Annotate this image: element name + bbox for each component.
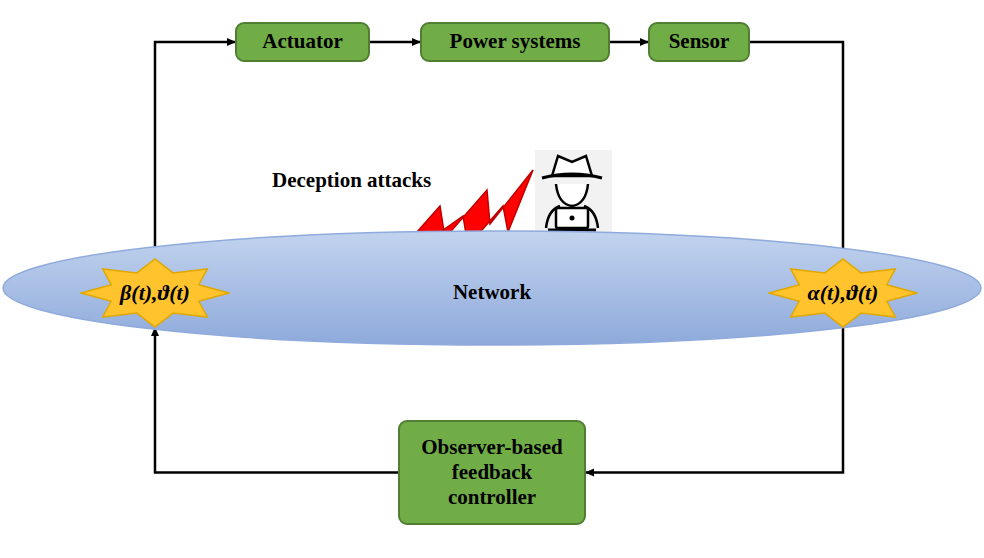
node-text: Sensor bbox=[669, 29, 730, 54]
attack-label: Deception attacks bbox=[272, 168, 431, 193]
controller-box: Observer-based feedback controller bbox=[398, 420, 586, 525]
connector-arrow bbox=[610, 41, 648, 44]
node-text: Actuator bbox=[262, 29, 342, 54]
node-text: α(t),ϑ(t) bbox=[808, 280, 879, 306]
attack-star: α(t),ϑ(t) bbox=[768, 258, 918, 328]
connector-arrow bbox=[586, 328, 843, 473]
attack-star: β(t),ϑ(t) bbox=[80, 258, 230, 328]
node-text: Observer-based feedback controller bbox=[408, 435, 576, 511]
process-box: Actuator bbox=[235, 22, 370, 62]
hacker-icon bbox=[535, 150, 612, 233]
node-text: Power systems bbox=[450, 29, 581, 54]
connector-arrow bbox=[370, 41, 420, 44]
node-text: β(t),ϑ(t) bbox=[120, 280, 190, 306]
process-box: Power systems bbox=[420, 22, 610, 62]
connector-arrow bbox=[155, 42, 235, 258]
node-text: Network bbox=[453, 280, 531, 305]
connector-arrow bbox=[750, 42, 843, 258]
process-box: Sensor bbox=[648, 22, 750, 62]
connector-arrow bbox=[155, 328, 398, 473]
